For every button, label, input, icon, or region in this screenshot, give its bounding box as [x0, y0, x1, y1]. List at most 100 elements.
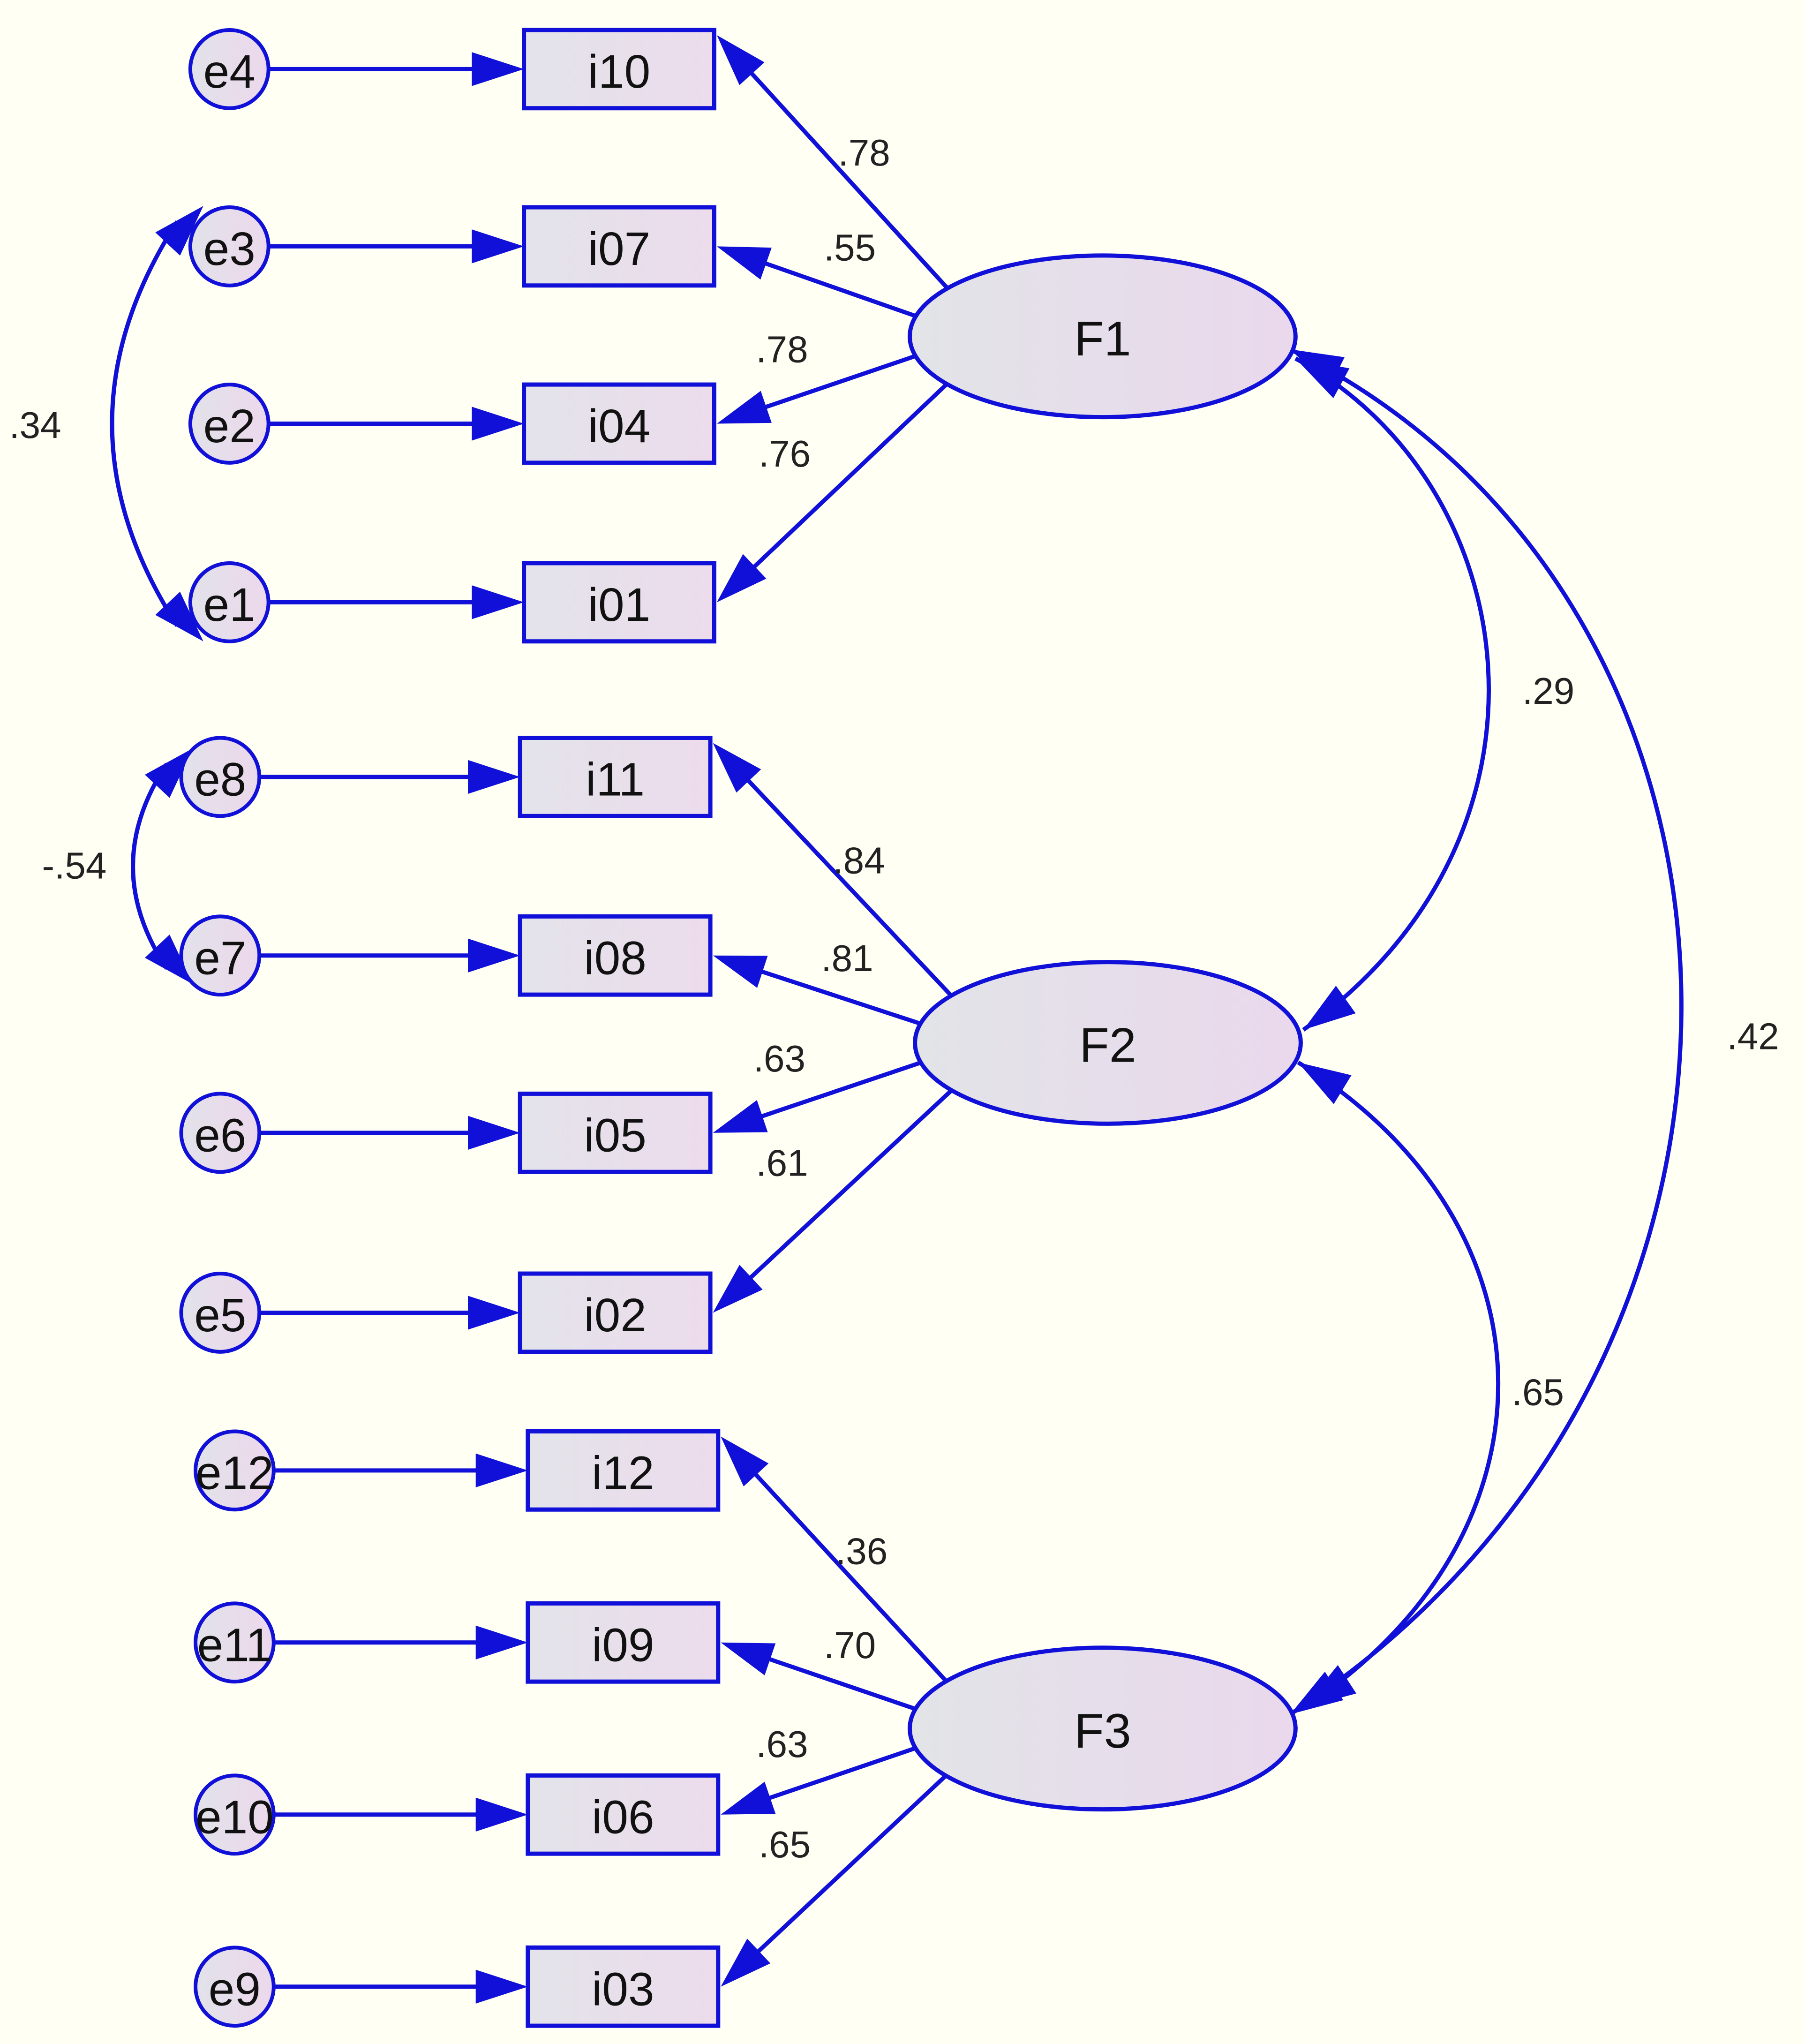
error-term-circle	[194, 1946, 276, 2028]
loading-arrowhead	[721, 1781, 776, 1815]
observed-variable-label: i12	[592, 1447, 654, 1499]
loading-path	[749, 965, 930, 1029]
observed-variable-label: i06	[592, 1791, 654, 1843]
factor-covariance-label: .65	[1512, 1372, 1564, 1413]
loading-path	[749, 1057, 930, 1123]
error-arrowhead	[468, 1116, 520, 1150]
observed-variable-label: i07	[588, 223, 650, 275]
error-term-label: e1	[203, 579, 256, 631]
loading-label: .36	[835, 1531, 887, 1572]
error-term-label: e3	[203, 223, 256, 275]
error-term-label: e4	[203, 45, 256, 98]
loading-label: .81	[821, 937, 873, 979]
error-term-circle	[188, 561, 271, 643]
observed-variable-box	[518, 1271, 713, 1354]
observed-variable-box	[522, 28, 716, 111]
loading-arrowhead	[721, 1938, 771, 1987]
error-arrowhead	[468, 760, 520, 794]
covariance-arrowhead	[155, 591, 203, 641]
error-term-label: e10	[196, 1791, 274, 1843]
observed-variable-box	[526, 1773, 721, 1856]
observed-variable-label: i10	[588, 45, 650, 98]
factor-covariance-path	[1289, 347, 1684, 1716]
loading-arrowhead	[713, 743, 761, 793]
error-covariance-label: -.54	[42, 845, 107, 886]
error-term-circle	[179, 914, 262, 997]
loading-label: .84	[833, 839, 885, 881]
error-term-label: e7	[194, 932, 246, 984]
observed-variable-box	[522, 382, 716, 465]
observed-variable-box	[518, 1091, 713, 1174]
covariance-arrowhead	[155, 206, 203, 256]
error-term-circle	[194, 1773, 276, 1856]
loading-path	[744, 378, 953, 577]
error-term-circle	[179, 1092, 262, 1174]
covariance-arrowhead	[145, 748, 193, 798]
error-covariance-path	[110, 220, 179, 627]
loading-path	[738, 770, 957, 1002]
error-arrowhead	[468, 1296, 520, 1330]
loading-label: .76	[759, 433, 811, 475]
loading-arrowhead	[721, 1436, 769, 1486]
error-term-label: e9	[209, 1963, 261, 2015]
error-arrowhead	[472, 52, 524, 86]
loading-path	[740, 1084, 958, 1288]
factor-covariance-label: .29	[1522, 670, 1574, 712]
loading-arrowhead	[717, 35, 765, 85]
nodes-layer	[179, 28, 1303, 2028]
coefficients-layer: .29.65.42.34-.54.78.55.78.76.84.81.63.61…	[9, 45, 1779, 2015]
error-term-label: e11	[197, 1619, 272, 1671]
error-covariance-label: .34	[9, 404, 61, 446]
observed-variable-label: i08	[584, 932, 646, 984]
latent-factor-ellipse	[907, 1645, 1298, 1812]
loading-arrowhead	[717, 554, 767, 603]
loading-label: .78	[756, 329, 808, 370]
factor-covariance-path	[1294, 356, 1491, 1032]
loading-path	[741, 62, 954, 294]
loading-path	[757, 1653, 925, 1714]
covariance-arrowhead	[1298, 1062, 1352, 1104]
observed-variable-box	[526, 1429, 721, 1512]
error-arrowhead	[475, 1625, 528, 1659]
error-arrowhead	[468, 938, 520, 973]
error-term-circle	[188, 205, 271, 287]
loading-label: .63	[756, 1723, 808, 1765]
loading-path	[757, 1743, 925, 1804]
observed-variable-label: i11	[586, 753, 645, 806]
covariance-arrowhead	[145, 935, 193, 984]
covariance-arrowhead	[1303, 986, 1356, 1030]
loading-label: .65	[759, 1824, 811, 1865]
observed-variable-label: i03	[592, 1963, 654, 2015]
factor-covariance-label: .42	[1727, 1016, 1779, 1057]
covariance-arrowhead	[1290, 1671, 1344, 1714]
observed-variable-box	[518, 735, 713, 818]
error-term-label: e5	[194, 1289, 246, 1342]
covariance-arrowhead	[1290, 349, 1345, 388]
latent-factor-label: F2	[1079, 1018, 1136, 1073]
observed-variable-label: i04	[588, 400, 650, 453]
observed-variable-label: i01	[588, 579, 650, 631]
paths-layer	[110, 35, 1684, 2004]
error-term-circle	[188, 28, 271, 110]
loading-path	[745, 1463, 952, 1688]
factor-covariance-path	[1297, 1060, 1500, 1710]
error-arrowhead	[475, 1969, 528, 2004]
observed-variable-label: i02	[584, 1289, 646, 1342]
error-term-circle	[194, 1601, 276, 1684]
loading-arrowhead	[713, 1100, 768, 1133]
error-term-circle	[188, 383, 271, 465]
observed-variable-box	[522, 205, 716, 288]
loading-arrowhead	[713, 955, 768, 988]
loading-arrowhead	[713, 1265, 763, 1313]
error-arrowhead	[472, 585, 524, 619]
observed-variable-box	[522, 561, 716, 644]
error-term-circle	[179, 736, 262, 818]
observed-variable-box	[526, 1601, 721, 1684]
latent-factor-label: F1	[1074, 312, 1131, 366]
error-term-label: e8	[194, 753, 246, 806]
error-term-circle	[194, 1429, 276, 1512]
error-arrowhead	[472, 229, 524, 264]
error-arrowhead	[475, 1453, 528, 1487]
loading-arrowhead	[717, 246, 772, 280]
